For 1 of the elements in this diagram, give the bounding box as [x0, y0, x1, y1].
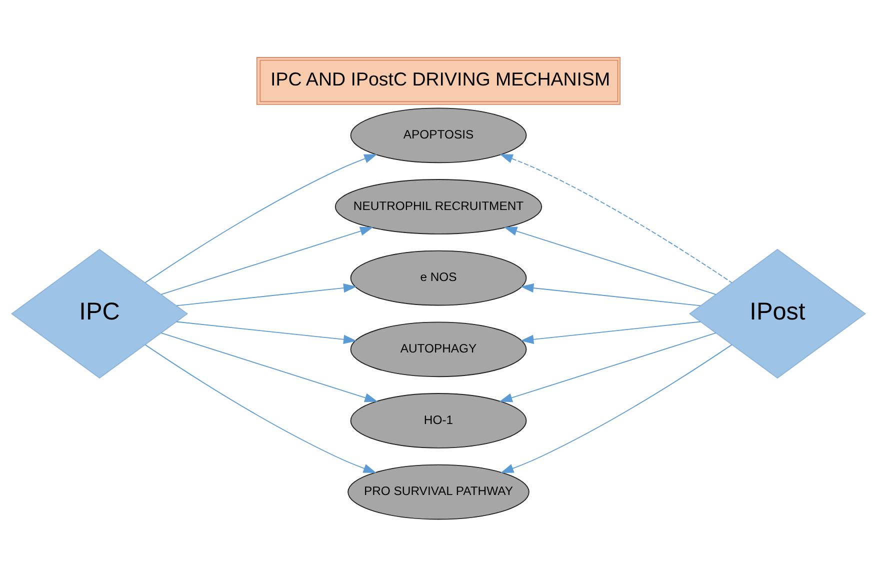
diagram-title: IPC AND IPostC DRIVING MECHANISM	[270, 68, 610, 90]
